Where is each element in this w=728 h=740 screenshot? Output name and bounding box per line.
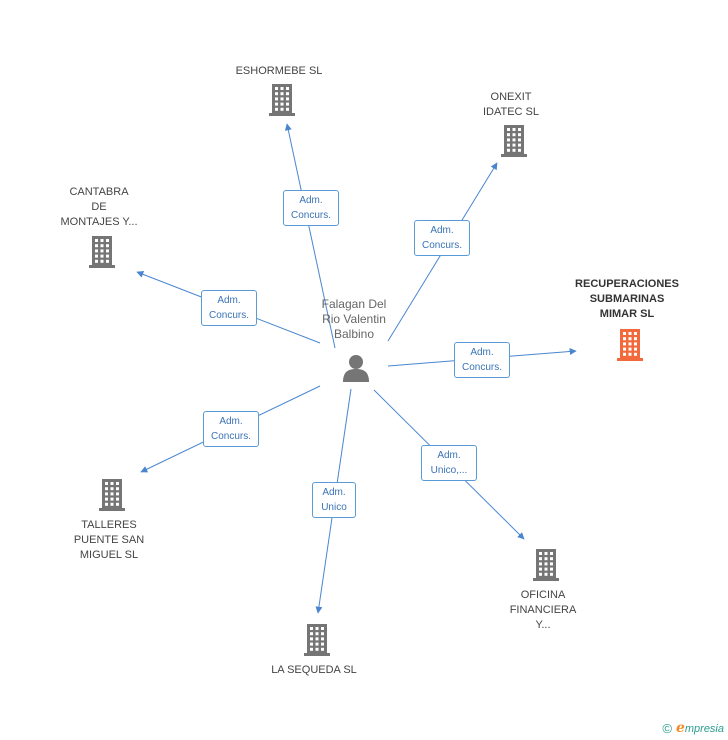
center-person-label[interactable]: Falagan Del Rio Valentin Balbino xyxy=(321,297,387,341)
building-icon-recuperaciones[interactable] xyxy=(617,329,643,361)
building-icon-lasequeda[interactable] xyxy=(304,624,330,656)
edge-label-oficina: Adm. Unico,... xyxy=(421,445,477,481)
building-icon-talleres[interactable] xyxy=(99,479,125,511)
edge-label-recuperaciones: Adm. Concurs. xyxy=(454,342,510,378)
footer-brand: © empresia xyxy=(662,720,724,736)
building-icon-oficina[interactable] xyxy=(533,549,559,581)
edge-label-eshormebe: Adm. Concurs. xyxy=(283,190,339,226)
node-label-oficina[interactable]: OFICINA FINANCIERA Y... xyxy=(509,589,577,631)
edge-label-cantabra: Adm. Concurs. xyxy=(201,290,257,326)
node-label-lasequeda[interactable]: LA SEQUEDA SL xyxy=(271,664,357,676)
node-label-cantabra[interactable]: CANTABRA DE MONTAJES Y... xyxy=(60,186,138,228)
edge-label-onexit: Adm. Concurs. xyxy=(414,220,470,256)
building-icon-cantabra[interactable] xyxy=(89,236,115,268)
node-label-recuperaciones[interactable]: RECUPERACIONES SUBMARINAS MIMAR SL xyxy=(575,278,679,320)
node-label-onexit[interactable]: ONEXIT IDATEC SL xyxy=(482,91,540,118)
person-icon xyxy=(343,355,369,382)
edge-label-talleres: Adm. Concurs. xyxy=(203,411,259,447)
node-label-eshormebe[interactable]: ESHORMEBE SL xyxy=(235,65,323,77)
brand-logo-initial: e xyxy=(675,720,685,736)
edge-label-lasequeda: Adm. Unico xyxy=(312,482,356,518)
building-icon-onexit[interactable] xyxy=(501,125,527,157)
brand-name: mpresia xyxy=(684,723,724,735)
node-label-talleres[interactable]: TALLERES PUENTE SAN MIGUEL SL xyxy=(73,519,145,561)
copyright-icon: © xyxy=(662,720,672,736)
edge-line-eshormebe xyxy=(284,123,336,349)
building-icon-eshormebe[interactable] xyxy=(269,84,295,116)
